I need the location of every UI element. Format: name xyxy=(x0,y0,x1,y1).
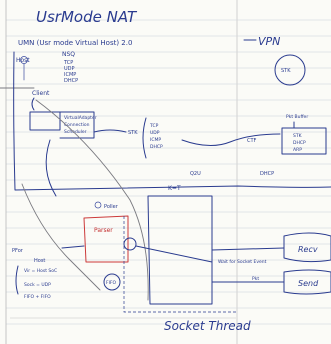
host-label: Host xyxy=(16,57,30,64)
pkt-label: Pkt xyxy=(252,276,259,282)
adapter-line-1: VirtualAdapter xyxy=(64,115,97,121)
client-label: Client xyxy=(32,90,50,97)
fifo-node-label: FIFO xyxy=(106,280,117,286)
stk-item-3: ICMP xyxy=(150,137,161,143)
right-bottom: DHCP xyxy=(260,171,274,177)
recv-label: Recv xyxy=(298,245,318,254)
stk-label: STK xyxy=(128,130,138,136)
poller-label: Poller xyxy=(104,204,119,210)
right-ctf: CTF xyxy=(247,138,257,144)
right-box-3: ARP xyxy=(293,147,302,153)
send-label: Send xyxy=(298,279,319,288)
parser-label: Parser xyxy=(94,227,113,234)
stk-item-4: DHCP xyxy=(150,144,163,150)
page-subtitle: UMN (Usr mode Virtual Host) 2.0 xyxy=(18,39,132,47)
adapter-line-2: Connection xyxy=(64,122,90,128)
right-top-label: Pkt Buffer xyxy=(286,114,308,120)
q2u-label: Q2U xyxy=(190,171,201,177)
right-box-2: DHCP xyxy=(293,140,306,146)
thread-label: K=T xyxy=(168,185,181,192)
wait-label: Wait for Socket Event xyxy=(218,259,267,265)
socket-thread-label: Socket Thread xyxy=(164,319,251,333)
note-2: Host xyxy=(34,258,45,264)
stk-item-1: TCP xyxy=(149,123,159,129)
stk-item-2: UDP xyxy=(150,130,160,136)
nsq-item-4: DHCP xyxy=(64,78,78,84)
note-5: FIFO + FIFO xyxy=(24,294,51,300)
note-3: Vir = Host SoC xyxy=(24,268,57,274)
page-title: UsrMode NAT xyxy=(36,8,138,26)
nsq-label: NSQ xyxy=(62,51,75,58)
note-4: Sock = UDP xyxy=(24,282,51,288)
note-1: PFor xyxy=(12,248,24,254)
right-box-1: STK xyxy=(293,133,303,139)
vpn-title: VPN xyxy=(258,35,280,48)
right-circle-label: STK xyxy=(281,68,291,74)
